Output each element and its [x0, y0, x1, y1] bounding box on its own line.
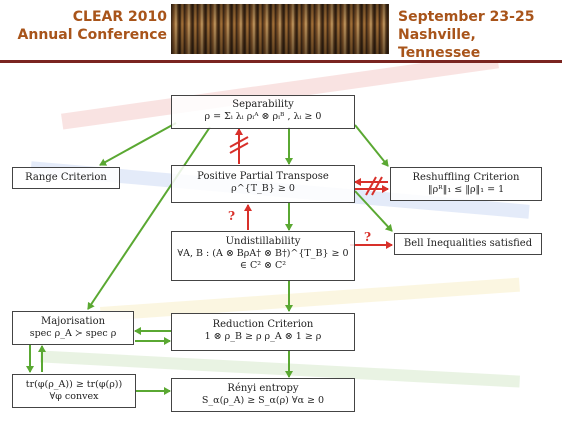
arrow-sep-to-reshuffling: [354, 124, 389, 167]
entanglement-diagram: Separability ρ = Σᵢ λᵢ ρᵢᴬ ⊗ ρᵢᴮ , λᵢ ≥ …: [0, 63, 562, 424]
majorisation-formula: spec ρ_A ≻ spec ρ: [29, 328, 117, 339]
conference-name: CLEAR 2010: [72, 9, 167, 25]
header-divider: [0, 60, 562, 63]
negation-slash-ppt-sep-2: [229, 136, 249, 148]
negation-slash-ppt-sep: [229, 142, 249, 154]
green-arrows: [26, 122, 393, 395]
reshuffling-formula: ‖ρᴿ‖₁ ≤ ‖ρ‖₁ = 1: [427, 184, 505, 195]
question-mark-undist-ppt: ?: [228, 209, 236, 223]
conference-subtitle: Annual Conference: [17, 27, 167, 43]
red-arrows: [229, 128, 393, 249]
node-majorisation: Majorisation spec ρ_A ≻ spec ρ: [12, 311, 134, 345]
arrow-sep-to-range: [99, 122, 177, 166]
question-mark-undist-bell: ?: [364, 230, 372, 244]
node-undistillability: Undistillability ∀A, B : (A ⊗ BρA† ⊗ B†)…: [171, 231, 355, 281]
node-renyi: Rényi entropy S_α(ρ_A) ≥ S_α(ρ) ∀α ≥ 0: [171, 378, 355, 412]
convex-formula: ∀φ convex: [49, 391, 99, 402]
node-separability: Separability ρ = Σᵢ λᵢ ρᵢᴬ ⊗ ρᵢᴮ , λᵢ ≥ …: [171, 95, 355, 129]
renyi-formula: S_α(ρ_A) ≥ S_α(ρ) ∀α ≥ 0: [201, 395, 325, 406]
separability-formula: ρ = Σᵢ λᵢ ρᵢᴬ ⊗ ρᵢᴮ , λᵢ ≥ 0: [204, 111, 322, 122]
ppt-formula: ρ^{T_B} ≥ 0: [231, 183, 295, 194]
node-reshuffling: Reshuffling Criterion ‖ρᴿ‖₁ ≤ ‖ρ‖₁ = 1: [390, 167, 542, 201]
conference-dates: September 23-25: [398, 9, 535, 25]
bell-title: Bell Inequalities satisfied: [403, 238, 533, 249]
node-ppt: Positive Partial Transpose ρ^{T_B} ≥ 0: [171, 165, 355, 203]
undistillability-title: Undistillability: [225, 236, 301, 247]
range-title: Range Criterion: [25, 172, 107, 183]
node-convex: tr(φ(ρ_A)) ≥ tr(φ(ρ)) ∀φ convex: [12, 374, 136, 408]
arrow-ppt-to-bell: [354, 190, 393, 232]
node-bell: Bell Inequalities satisfied: [394, 233, 542, 255]
reshuffling-title: Reshuffling Criterion: [412, 172, 520, 183]
diagram-arrows: [26, 63, 530, 395]
node-range-criterion: Range Criterion: [12, 167, 120, 189]
negation-slash-reshuffling: [365, 176, 377, 196]
conference-details: September 23-25 Nashville, Tennessee: [398, 8, 558, 62]
separability-title: Separability: [232, 99, 294, 110]
convex-title: tr(φ(ρ_A)) ≥ tr(φ(ρ)): [25, 379, 123, 390]
header-banner-photo: [171, 4, 389, 54]
reduction-formula: 1 ⊗ ρ_B ≥ ρ ρ_A ⊗ 1 ≥ ρ: [204, 331, 322, 342]
undistillability-subformula: ∈ C² ⊗ C²: [239, 260, 287, 271]
reduction-title: Reduction Criterion: [212, 319, 314, 330]
conference-location: Nashville, Tennessee: [398, 27, 481, 61]
undistillability-formula: ∀A, B : (A ⊗ BρA† ⊗ B†)^{T_B} ≥ 0: [177, 248, 349, 259]
renyi-title: Rényi entropy: [227, 383, 299, 394]
node-reduction: Reduction Criterion 1 ⊗ ρ_B ≥ ρ ρ_A ⊗ 1 …: [171, 313, 355, 351]
negation-slash-reshuffling-2: [371, 176, 383, 196]
ppt-title: Positive Partial Transpose: [197, 171, 329, 182]
arrow-sep-to-majorisation: [87, 126, 211, 310]
conference-title: CLEAR 2010 Annual Conference: [12, 8, 167, 44]
background-decoration: [30, 63, 530, 388]
majorisation-title: Majorisation: [40, 316, 106, 327]
conference-header: CLEAR 2010 Annual Conference September 2…: [0, 0, 562, 62]
